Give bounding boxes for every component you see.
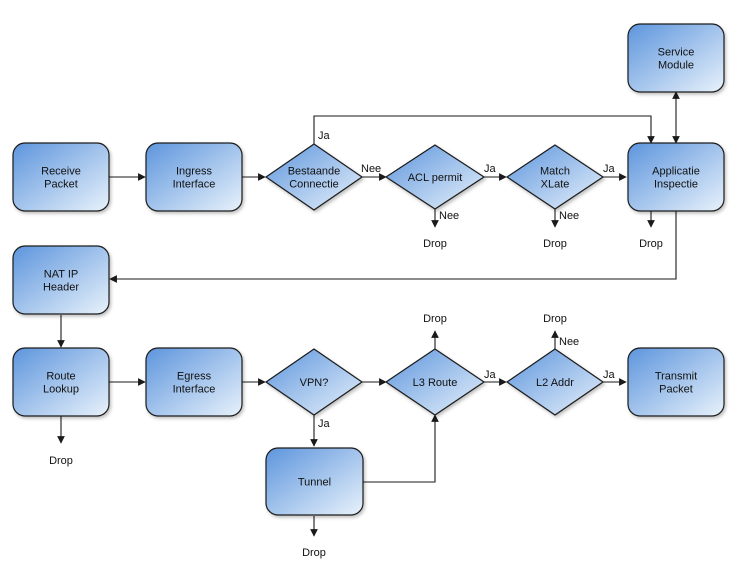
node-l3-label-line: L3 Route	[413, 377, 458, 389]
drop-label-route: Drop	[49, 455, 73, 467]
node-l3: L3 Route	[384, 348, 486, 416]
node-match-label-line: XLate	[541, 179, 570, 191]
edge-bestaande-applicatie-ja	[313, 115, 655, 144]
label-ja-bestaande: Ja	[318, 130, 331, 142]
node-l2: L2 Addr	[505, 348, 605, 416]
node-tunnel: Tunnel	[265, 447, 364, 516]
node-applicatie-box	[627, 142, 725, 212]
node-transmit-label-line: Transmit	[655, 371, 697, 383]
node-acl-label-line: ACL permit	[408, 172, 463, 184]
label-ja-match: Ja	[603, 163, 616, 175]
node-receive-label-line: Packet	[44, 179, 78, 191]
label-nee-l2: Nee	[559, 336, 579, 348]
node-route-label-line: Lookup	[43, 384, 79, 396]
node-acl-diamond	[384, 144, 486, 210]
node-bestaande-diamond	[264, 143, 364, 211]
node-receive-box	[12, 142, 110, 212]
node-receive-label-line: Receive	[41, 166, 81, 178]
node-egress-label-line: Egress	[177, 371, 212, 383]
label-ja-l2: Ja	[603, 369, 616, 381]
node-egress-label-line: Interface	[173, 384, 216, 396]
node-service-label-line: Service	[658, 47, 695, 59]
node-vpn-label-line: VPN?	[300, 377, 329, 389]
drop-label-l3: Drop	[423, 313, 447, 325]
node-vpn-diamond	[264, 348, 364, 416]
drop-label-tunnel: Drop	[302, 547, 326, 559]
edges	[57, 91, 680, 537]
node-service-label-line: Module	[658, 60, 694, 72]
edge-tunnel-l3	[363, 414, 439, 483]
node-tunnel-label-line: Tunnel	[298, 477, 331, 489]
drop-label-applicatie: Drop	[639, 238, 663, 250]
node-l2-label-line: L2 Addr	[536, 377, 574, 389]
node-applicatie-label-line: Inspectie	[654, 179, 698, 191]
node-bestaande-label-line: Connectie	[289, 179, 339, 191]
label-ja-acl: Ja	[484, 163, 497, 175]
node-l3-diamond	[384, 348, 486, 416]
drop-label-acl: Drop	[423, 238, 447, 250]
node-match-label-line: Match	[540, 166, 570, 178]
label-ja-vpn: Ja	[318, 418, 331, 430]
drop-label-l2: Drop	[543, 313, 567, 325]
edge-labels: Ja Nee Ja Nee Ja Nee Ja Ja Ja Nee	[318, 130, 616, 430]
label-ja-l3: Ja	[484, 369, 497, 381]
node-egress-box	[145, 347, 243, 417]
nodes: ServiceModuleReceivePacketIngressInterfa…	[12, 23, 725, 516]
node-acl: ACL permit	[384, 144, 486, 210]
node-ingress-label-line: Ingress	[176, 166, 213, 178]
edge-applicatie-natip	[109, 211, 677, 283]
node-l2-diamond	[505, 348, 605, 416]
node-route-label-line: Route	[46, 371, 75, 383]
label-nee-bestaande: Nee	[361, 163, 381, 175]
node-natip-label-line: NAT IP	[44, 269, 78, 281]
node-ingress-label-line: Interface	[173, 179, 216, 191]
label-nee-match: Nee	[559, 210, 579, 222]
node-route-box	[12, 347, 110, 417]
drop-label-match: Drop	[543, 238, 567, 250]
node-vpn: VPN?	[264, 348, 364, 416]
node-bestaande-label-line: Bestaande	[288, 166, 341, 178]
drop-labels: Drop Drop Drop Drop Drop Drop Drop	[49, 238, 663, 559]
node-match-diamond	[505, 144, 605, 210]
label-nee-acl: Nee	[439, 210, 459, 222]
node-applicatie-label-line: Applicatie	[652, 166, 700, 178]
node-tunnel-box	[265, 447, 364, 516]
node-ingress-box	[145, 142, 243, 212]
node-transmit-label-line: Packet	[659, 384, 693, 396]
node-natip-box	[12, 245, 110, 315]
node-service-box	[627, 23, 725, 93]
node-natip-label-line: Header	[43, 282, 79, 294]
node-transmit-box	[627, 347, 725, 417]
